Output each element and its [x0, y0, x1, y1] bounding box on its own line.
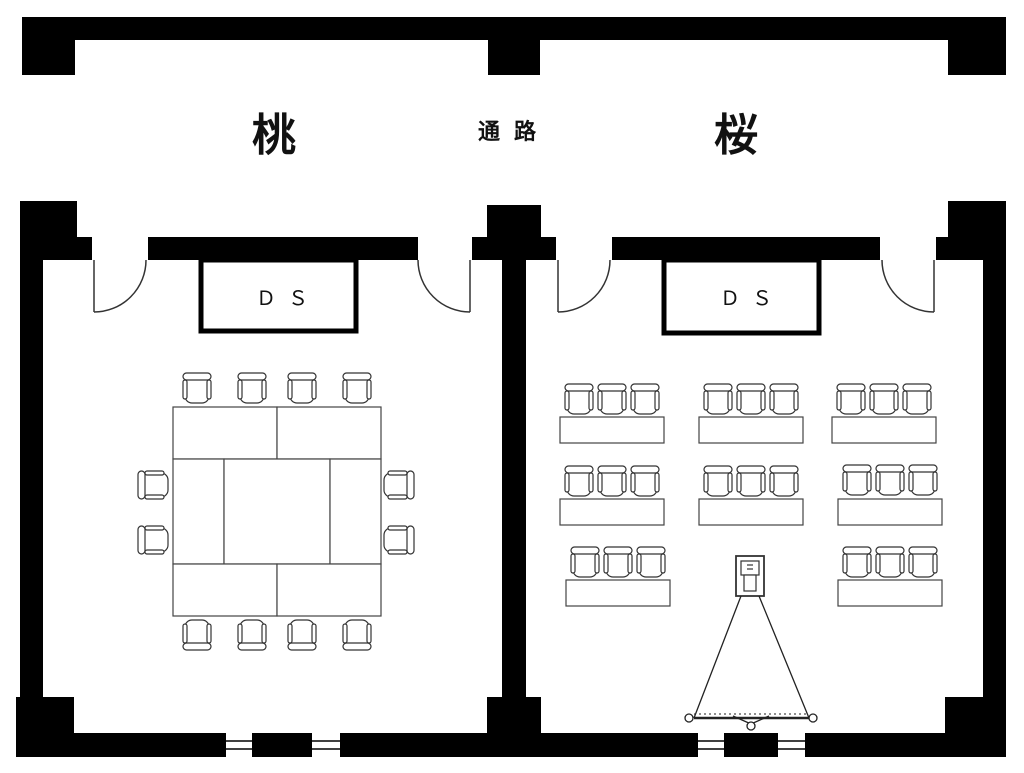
door-sakura-right	[881, 259, 935, 313]
chair	[908, 546, 938, 578]
chair	[630, 465, 660, 497]
projection-screen	[684, 595, 818, 731]
right-wall	[983, 237, 1006, 757]
chair	[137, 470, 169, 500]
corridor-label: 通路	[478, 120, 551, 145]
chair	[736, 383, 766, 415]
chair	[237, 372, 267, 404]
sakura-front-wall-b	[612, 237, 880, 260]
bottom-center-column	[487, 697, 541, 757]
sakura-furniture	[559, 383, 943, 607]
chair	[237, 619, 267, 651]
chair	[287, 372, 317, 404]
walls	[16, 17, 1006, 757]
momo-chairs	[137, 372, 415, 651]
left-wall	[20, 237, 43, 757]
bottom-wall-d	[724, 733, 778, 757]
chair	[630, 383, 660, 415]
top-center-column	[488, 17, 540, 75]
chair	[287, 619, 317, 651]
center-wall	[502, 237, 526, 757]
door-sakura-left	[557, 259, 611, 313]
door-momo-left	[93, 259, 147, 313]
momo-table-group	[172, 406, 382, 617]
chair	[703, 383, 733, 415]
chair	[869, 383, 899, 415]
desk	[559, 498, 665, 526]
chair	[597, 383, 627, 415]
bottom-wall-b	[252, 733, 312, 757]
chair	[137, 525, 169, 555]
chair	[597, 465, 627, 497]
momo-ds-box	[198, 257, 359, 334]
room-name-momo: 桃	[252, 110, 296, 161]
desk	[698, 498, 804, 526]
chair	[902, 383, 932, 415]
chair	[603, 546, 633, 578]
desk	[559, 416, 665, 444]
momo-ds-label: ＤＳ	[256, 288, 320, 310]
chair	[908, 464, 938, 496]
chair	[769, 383, 799, 415]
chair	[383, 525, 415, 555]
windows	[226, 740, 805, 750]
desk	[565, 579, 671, 607]
doors	[93, 259, 935, 313]
chair	[182, 372, 212, 404]
chair	[736, 465, 766, 497]
chair	[769, 465, 799, 497]
desk	[831, 416, 937, 444]
bottom-right-column	[945, 697, 1006, 757]
chair	[842, 464, 872, 496]
top-right-column	[948, 17, 1006, 75]
chair	[564, 465, 594, 497]
chair	[570, 546, 600, 578]
door-momo-right	[417, 259, 471, 313]
desk	[698, 416, 804, 444]
chair	[342, 619, 372, 651]
chair	[875, 546, 905, 578]
desk	[837, 579, 943, 607]
momo-front-wall-b	[148, 237, 418, 260]
lectern	[735, 555, 765, 597]
chair	[564, 383, 594, 415]
chair	[703, 465, 733, 497]
top-left-column	[22, 17, 75, 75]
sakura-ds-box	[661, 257, 822, 336]
chair	[383, 470, 415, 500]
chair	[342, 372, 372, 404]
bottom-left-column	[16, 697, 74, 757]
sakura-ds-label: ＤＳ	[720, 288, 784, 310]
chair	[182, 619, 212, 651]
room-name-sakura: 桜	[714, 110, 758, 161]
chair	[636, 546, 666, 578]
chair	[842, 546, 872, 578]
chair	[875, 464, 905, 496]
desk	[837, 498, 943, 526]
chair	[836, 383, 866, 415]
